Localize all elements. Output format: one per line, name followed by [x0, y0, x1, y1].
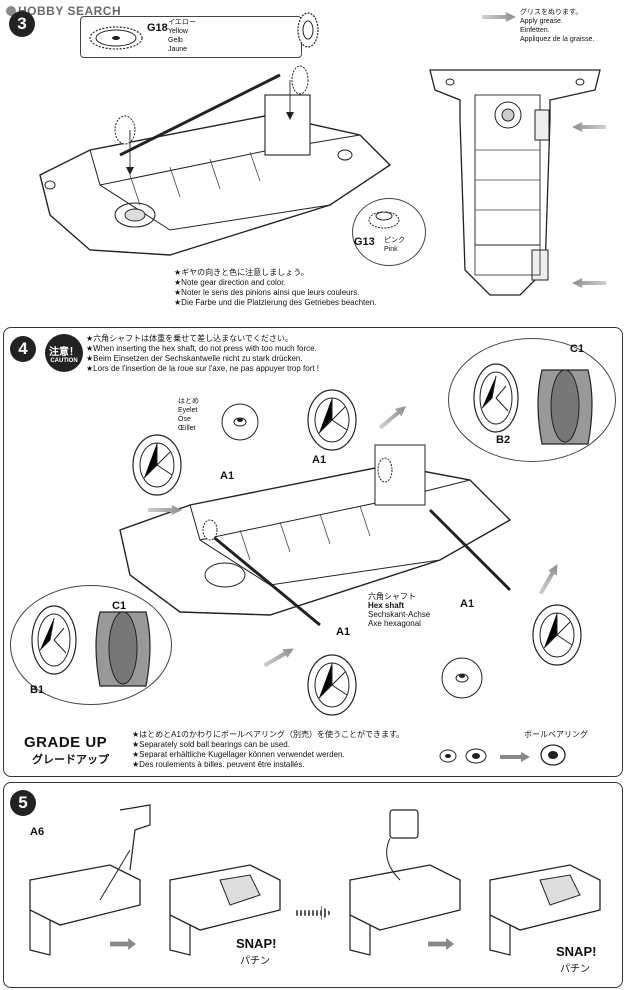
snap-text-jp-1: パチン: [240, 956, 270, 967]
wheel-tire-right-illustration: [473, 363, 593, 445]
hex-shaft-label: 六角シャフト Hex shaft Sechskant-Achse Axe hex…: [368, 592, 431, 628]
wheel-tire-left-illustration: [31, 605, 151, 687]
label-a1-3: A1: [460, 598, 475, 610]
g13-code: G13: [354, 236, 375, 248]
g13-color-names: ピンク Pink: [384, 237, 405, 253]
step3-notes: ★ギヤの向きと色に注意しましょう。 ★Note gear direction a…: [174, 268, 377, 307]
snap-text-jp-2: パチン: [560, 964, 590, 975]
g18-gear-icon: [89, 26, 143, 50]
ball-bearing-label: ボールベアリング: [524, 730, 588, 739]
snap-text-1: SNAP!: [236, 936, 277, 951]
logo-icon: [6, 6, 16, 16]
step5-frame-2: [169, 864, 281, 956]
label-c1-left: C1: [112, 600, 127, 612]
caution-badge: 注意！ CAUTION: [45, 334, 83, 372]
eyelet-a1-parts: [439, 748, 487, 764]
step-5-number: 5: [10, 790, 36, 816]
grade-up-title-jp: グレードアップ: [32, 754, 109, 766]
step4-panel: [3, 327, 623, 777]
step-3-number: 3: [9, 11, 35, 37]
wheel-rear-left: [307, 389, 357, 451]
eyelet-callout: [221, 403, 259, 441]
eyelet-label: はとめ Eyelet Öse Œillet: [178, 398, 199, 432]
wheel-front-right: [307, 654, 357, 716]
g18-side-gear-icon: [297, 12, 319, 48]
label-b2: B2: [496, 434, 511, 446]
g18-color-names: イエロー Yellow Gelb Jaune: [168, 19, 196, 53]
g18-code: G18: [147, 22, 168, 34]
arrow-right-icon: [500, 752, 530, 762]
step5-frame-1: [29, 804, 151, 956]
step5-frame-4: [489, 864, 601, 956]
grade-up-notes: ★はとめとA1のかわりにボールベアリング（別売）を使うことができます。 ★Sep…: [132, 730, 405, 769]
label-a1-1: A1: [220, 470, 235, 482]
grade-up-title: GRADE UP: [24, 734, 108, 751]
step4-chassis-illustration: [119, 444, 512, 627]
wheel-rear-right: [532, 604, 582, 666]
grease-legend: グリスをぬります。 Apply grease. Einfetten. Appli…: [520, 9, 595, 43]
ball-bearing-icon: [540, 744, 566, 766]
snap-text-2: SNAP!: [556, 944, 597, 959]
label-a1-2: A1: [312, 454, 327, 466]
step5-panel: [3, 782, 623, 988]
step5-frame-3: [349, 809, 461, 956]
g13-callout: [352, 198, 426, 266]
label-a1-4: A1: [336, 626, 351, 638]
grease-arrow-icon: [482, 12, 516, 22]
step3-chassis-illustration: [39, 65, 392, 256]
label-c1-right: C1: [570, 343, 585, 355]
g13-gear-icon: [368, 211, 400, 229]
label-b1: B1: [30, 684, 45, 696]
step-4-number: 4: [10, 336, 36, 362]
wheel-front-left: [132, 434, 182, 496]
watermark: HOBBY SEARCH: [6, 4, 121, 18]
step3-topview-chassis: [429, 69, 601, 296]
grease-arrow-icon-3: [148, 505, 182, 515]
label-a6: A6: [30, 826, 45, 838]
step4-notes: ★六角シャフトは体重を乗せて差し込まないでください。 ★When inserti…: [86, 334, 320, 373]
eyelet-callout-lower: [441, 657, 483, 699]
